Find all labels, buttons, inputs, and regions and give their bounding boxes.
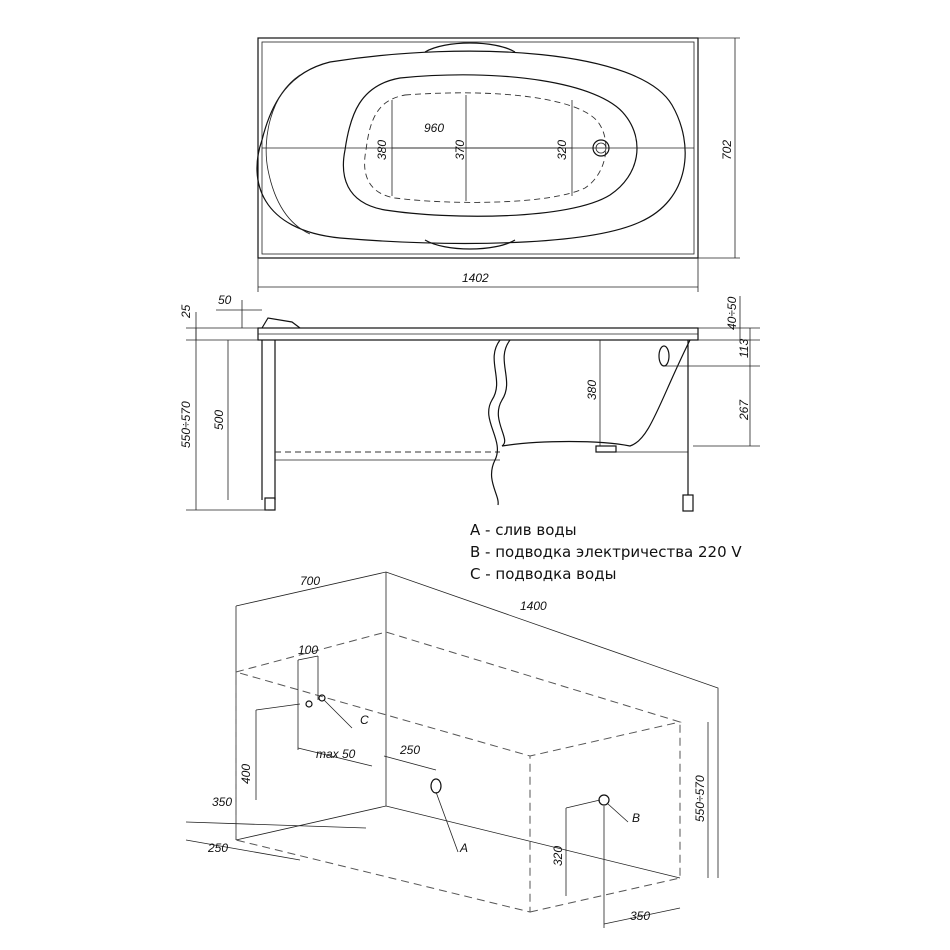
dim-label-bowl-center: 370 [453,140,467,160]
drain-point-a [430,778,442,794]
tub-top-dashed [234,631,682,757]
dim-label-rim-range: 40÷50 [725,296,739,330]
leg-right [682,494,694,512]
dim-line-pipe-max [297,747,373,767]
legend-item-b: B - подводка электричества 220 V [470,543,742,561]
legend-item-a: A - слив воды [470,521,577,539]
tub-side-dashed [529,722,681,913]
dim-label-pipe-spacing: 100 [298,643,318,657]
dim-label-install-height: 550÷570 [693,775,707,822]
dim-label-width: 702 [720,140,734,160]
drain-hole [592,139,610,157]
leader-c [323,699,353,729]
socket-point-b [598,794,610,806]
top-view: 960 380 370 320 1402 702 [256,37,740,292]
overflow-outlet [658,345,670,367]
dim-line-socket-offset [603,907,681,925]
floor-line [235,805,681,879]
dim-label-left-offset-2: 250 [207,841,228,855]
dim-label-install-length: 1400 [520,599,547,613]
tub-body-curve [501,339,691,447]
legend: A - слив воды B - подводка электричества… [470,521,742,583]
installation-view: 700 1400 100 C max 50 400 350 250 250 A … [185,571,719,928]
dim-label-left-offset-1: 350 [212,795,232,809]
break-line-left [488,339,501,506]
dim-line-drain-offset [383,755,437,771]
water-pipe-1 [305,700,313,708]
tub-inner-bowl [342,74,638,217]
tub-front-dashed [235,672,531,913]
wall-back-top [235,571,719,878]
side-view: 380 50 25 550÷570 500 40÷50 113 267 [179,293,760,512]
dim-label-length: 1402 [462,271,489,285]
dim-label-drain-height: 267 [737,399,751,421]
headrest-side [261,317,301,329]
dim-line-left-offset-1 [185,821,367,829]
ext-line-socket [565,799,601,809]
leader-b [607,803,629,823]
dim-label-total-height: 550÷570 [179,401,193,448]
tub-outline-top [257,37,699,259]
drain-outlet-side [595,445,617,453]
dim-label-bowl-left: 380 [375,140,389,160]
drain-hole-inner [595,142,607,154]
handle-bottom [424,239,516,250]
dim-label-rim-thickness: 25 [179,304,193,319]
leader-a [435,791,459,853]
leg-left [264,497,276,511]
dim-label-frame-height: 500 [212,410,226,430]
ext-line-pipe-height [255,703,301,711]
dim-label-socket-offset: 350 [630,909,650,923]
legend-item-c: C - подводка воды [470,565,616,583]
dim-line-pipe-spacing [297,655,319,661]
dim-label-rim-offset: 50 [218,293,232,307]
dim-label-depth: 380 [585,380,599,400]
dim-label-bowl-right: 320 [555,140,569,160]
dim-label-install-depth: 700 [300,574,320,588]
label-b: B [632,811,640,825]
dim-line-left-offset-2 [185,839,301,861]
dim-label-pipe-height: 400 [239,764,253,784]
headrest-curve [265,74,311,235]
water-pipe-2 [318,694,326,702]
dim-label-socket-height: 320 [551,846,565,866]
dim-label-pipe-max: max 50 [316,747,356,761]
dim-label-drain-offset: 250 [399,743,420,757]
handle-top [424,42,516,53]
dim-label-960: 960 [424,121,444,135]
tub-outer-oval [256,50,686,245]
label-a: A [459,841,468,855]
label-c: C [360,713,369,727]
dim-label-rim-to-drain: 113 [737,339,751,358]
break-line-right [497,339,511,447]
